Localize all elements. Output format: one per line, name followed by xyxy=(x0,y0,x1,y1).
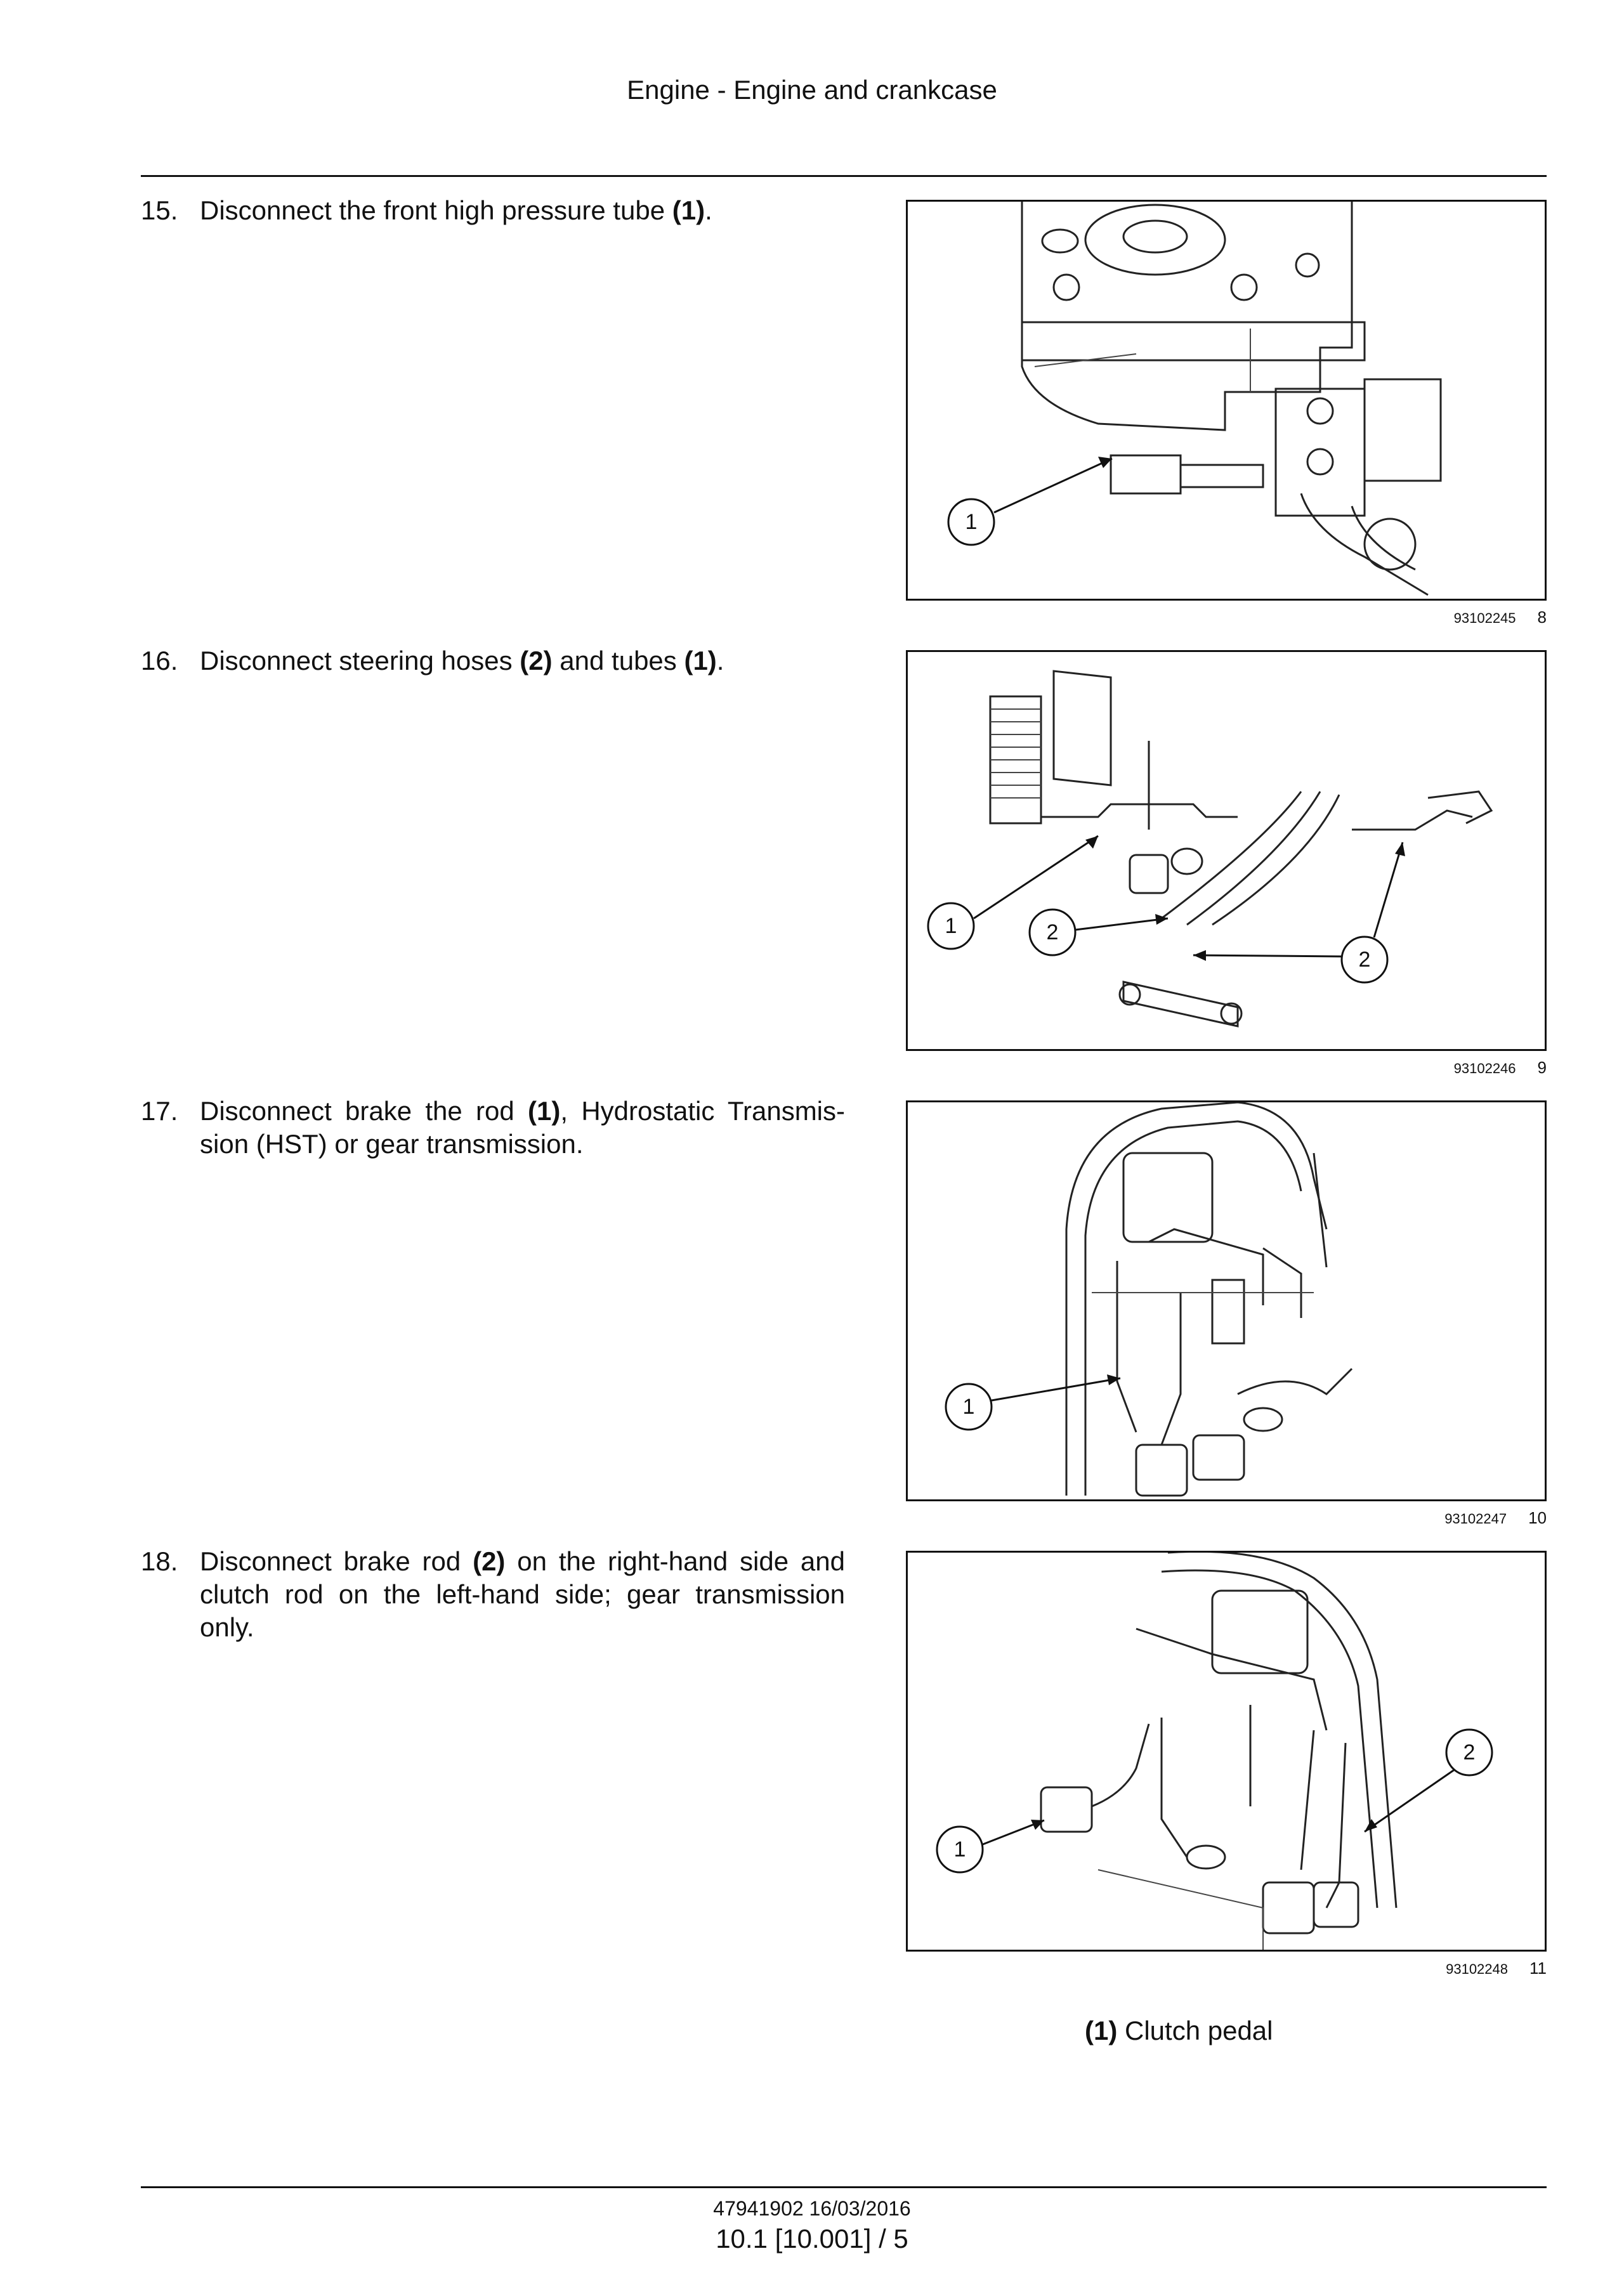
callout-1: 1 xyxy=(927,902,975,950)
step-number: 17. xyxy=(141,1096,178,1126)
figure-caption: (1) Clutch pedal xyxy=(1085,2016,1273,2046)
footer-document-code: 47941902 16/03/2016 xyxy=(713,2197,911,2220)
step-text: Disconnect brake rod (2) on the right-ha… xyxy=(200,1546,845,1642)
footer-rule xyxy=(141,2186,1547,2188)
callout-1: 1 xyxy=(936,1825,984,1874)
svg-text:1: 1 xyxy=(963,1395,975,1419)
figure-9-illustration: 1 2 2 xyxy=(927,670,1493,1027)
callout-2: 2 xyxy=(1340,936,1389,984)
header-rule xyxy=(141,175,1547,177)
svg-text:1: 1 xyxy=(966,510,978,534)
step-17: 17. Disconnect brake the rod (1), Hydros… xyxy=(141,1095,845,1161)
svg-text:2: 2 xyxy=(1464,1740,1476,1764)
svg-text:1: 1 xyxy=(954,1837,966,1862)
figure-10: 1 xyxy=(906,1100,1547,1501)
caption-text: Clutch pedal xyxy=(1117,2016,1273,2045)
svg-text:1: 1 xyxy=(945,914,957,938)
figure-11-illustration: 1 2 xyxy=(936,1553,1493,1950)
callout-1: 1 xyxy=(945,1383,993,1431)
callout-2: 2 xyxy=(1445,1728,1493,1777)
step-text: Disconnect the front high pressure tube … xyxy=(200,195,712,225)
step-18: 18. Disconnect brake rod (2) on the righ… xyxy=(141,1545,845,1644)
step-text: Disconnect brake the rod (1), Hydrostati… xyxy=(200,1096,846,1159)
footer-page-number: 10.1 [10.001] / 5 xyxy=(716,2224,908,2254)
step-number: 15. xyxy=(141,195,178,225)
step-text: Disconnect steering hoses (2) and tubes … xyxy=(200,646,724,675)
step-15: 15. Disconnect the front high pressure t… xyxy=(141,194,845,227)
figure-10-illustration: 1 xyxy=(945,1102,1353,1497)
svg-text:2: 2 xyxy=(1047,920,1059,944)
svg-text:2: 2 xyxy=(1359,948,1371,972)
callout-1: 1 xyxy=(947,498,995,546)
callout-2: 2 xyxy=(1028,908,1077,956)
step-number: 16. xyxy=(141,646,178,675)
figure-8: 1 xyxy=(906,200,1547,601)
step-16: 16. Disconnect steering hoses (2) and tu… xyxy=(141,644,845,677)
page-header-title: Engine - Engine and crankcase xyxy=(627,75,997,105)
figure-9: 1 2 2 xyxy=(906,650,1547,1051)
figure-11: 1 2 xyxy=(906,1551,1547,1952)
caption-ref: (1) xyxy=(1085,2016,1118,2045)
figure-8-illustration: 1 xyxy=(947,202,1442,596)
step-number: 18. xyxy=(141,1546,178,1576)
